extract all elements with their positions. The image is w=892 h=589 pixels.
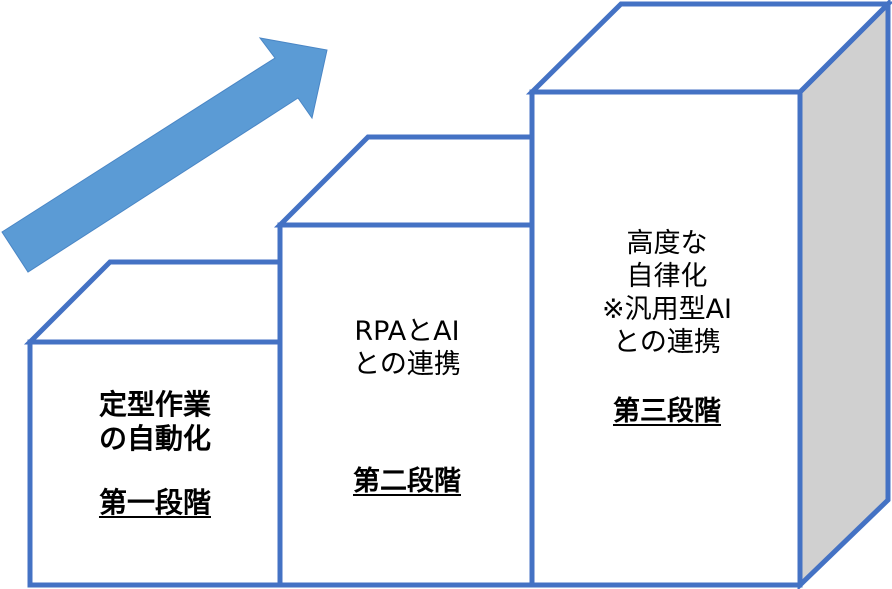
step2-front-face <box>277 222 535 588</box>
step1-top-face <box>23 259 283 345</box>
step3-label: 高度な 自律化 ※汎用型AI との連携 第三段階 <box>534 228 800 429</box>
step2-stage-title: 第二段階 <box>353 465 461 497</box>
step3-front-face <box>529 89 803 588</box>
step3-side-face <box>797 0 891 589</box>
up-right-arrow-icon <box>1 37 328 273</box>
step3-description-line: 自律化 <box>626 260 708 292</box>
step1-stage-title: 第一段階 <box>98 486 211 520</box>
step1-front-face <box>27 339 283 588</box>
step2-description-line: との連携 <box>353 348 461 380</box>
step2-description-line: RPAとAI <box>354 316 460 347</box>
step2-label: RPAとAI との連携 第二段階 <box>282 316 532 499</box>
step1-label: 定型作業 の自動化 第一段階 <box>30 388 280 520</box>
step3-description-line: ※汎用型AI <box>601 293 733 325</box>
step2-top-face <box>273 134 535 228</box>
step3-description-line: との連携 <box>613 326 721 358</box>
step3-description-line: 高度な <box>626 228 708 259</box>
step3-stage-title: 第三段階 <box>613 395 721 427</box>
step1-description-line: の自動化 <box>98 422 211 456</box>
step1-description-line: 定型作業 <box>98 388 211 421</box>
